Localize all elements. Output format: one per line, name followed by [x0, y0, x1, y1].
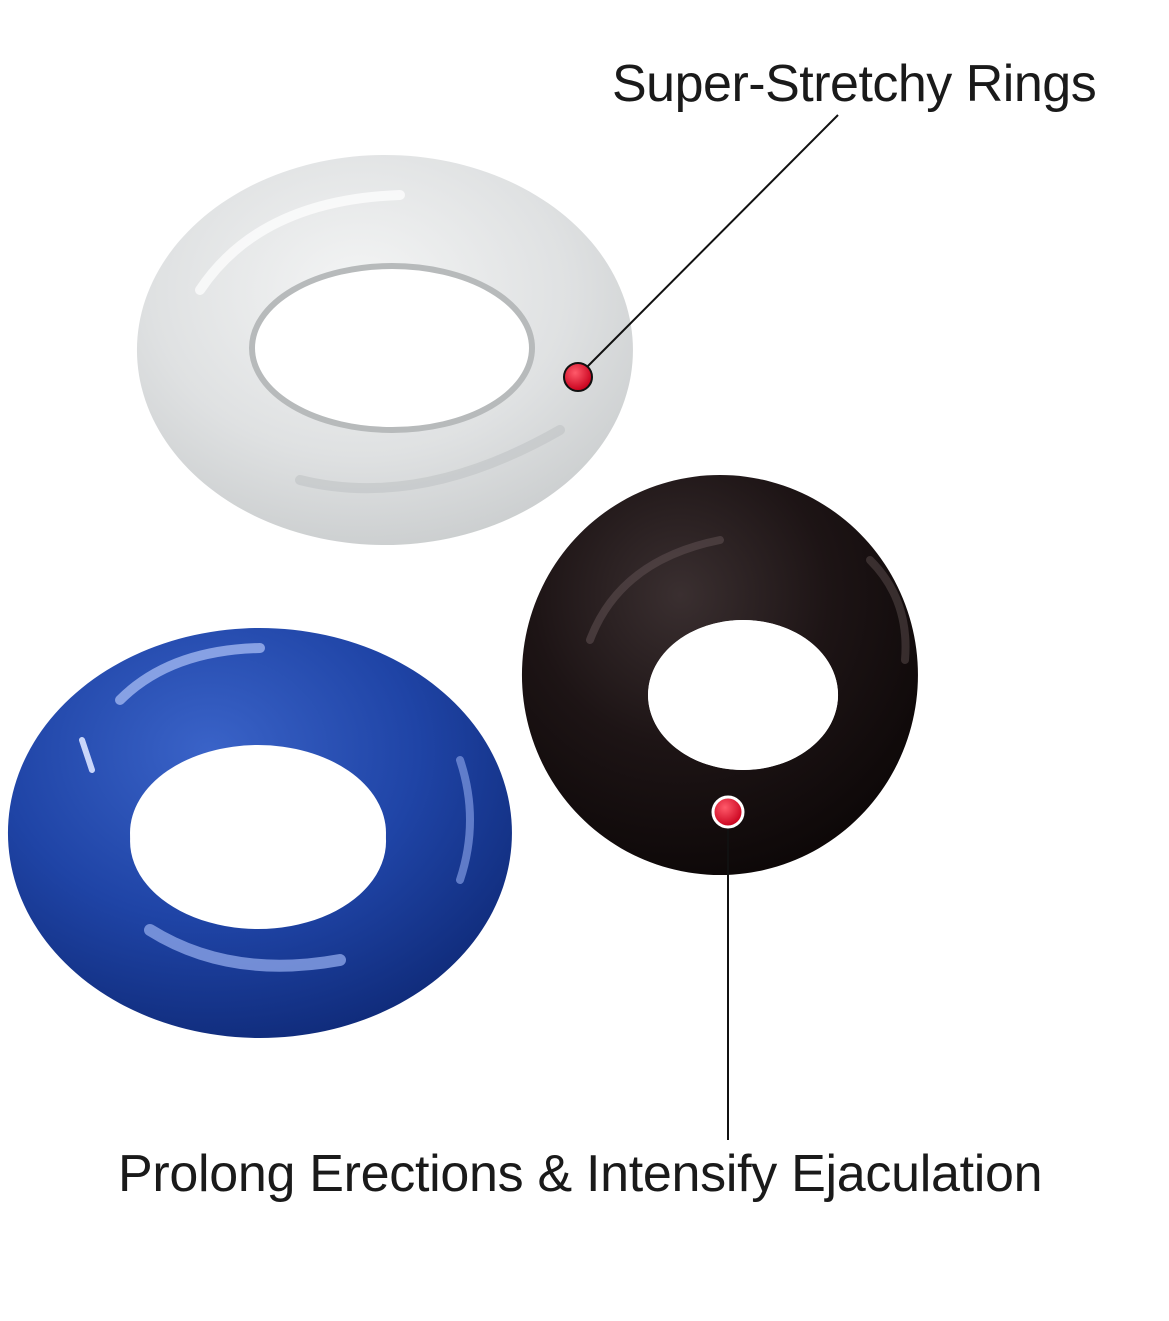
- callout-line-top: [583, 114, 839, 371]
- blue-ring: [7, 628, 512, 1038]
- clear-ring: [136, 155, 633, 545]
- black-ring: [521, 475, 918, 875]
- callout-label-benefit: Prolong Erections & Intensify Ejaculatio…: [118, 1145, 1043, 1203]
- callout-label-stretchy: Super-Stretchy Rings: [612, 55, 1097, 113]
- marker-dot-bottom: [711, 795, 745, 829]
- marker-dot-top: [563, 362, 593, 392]
